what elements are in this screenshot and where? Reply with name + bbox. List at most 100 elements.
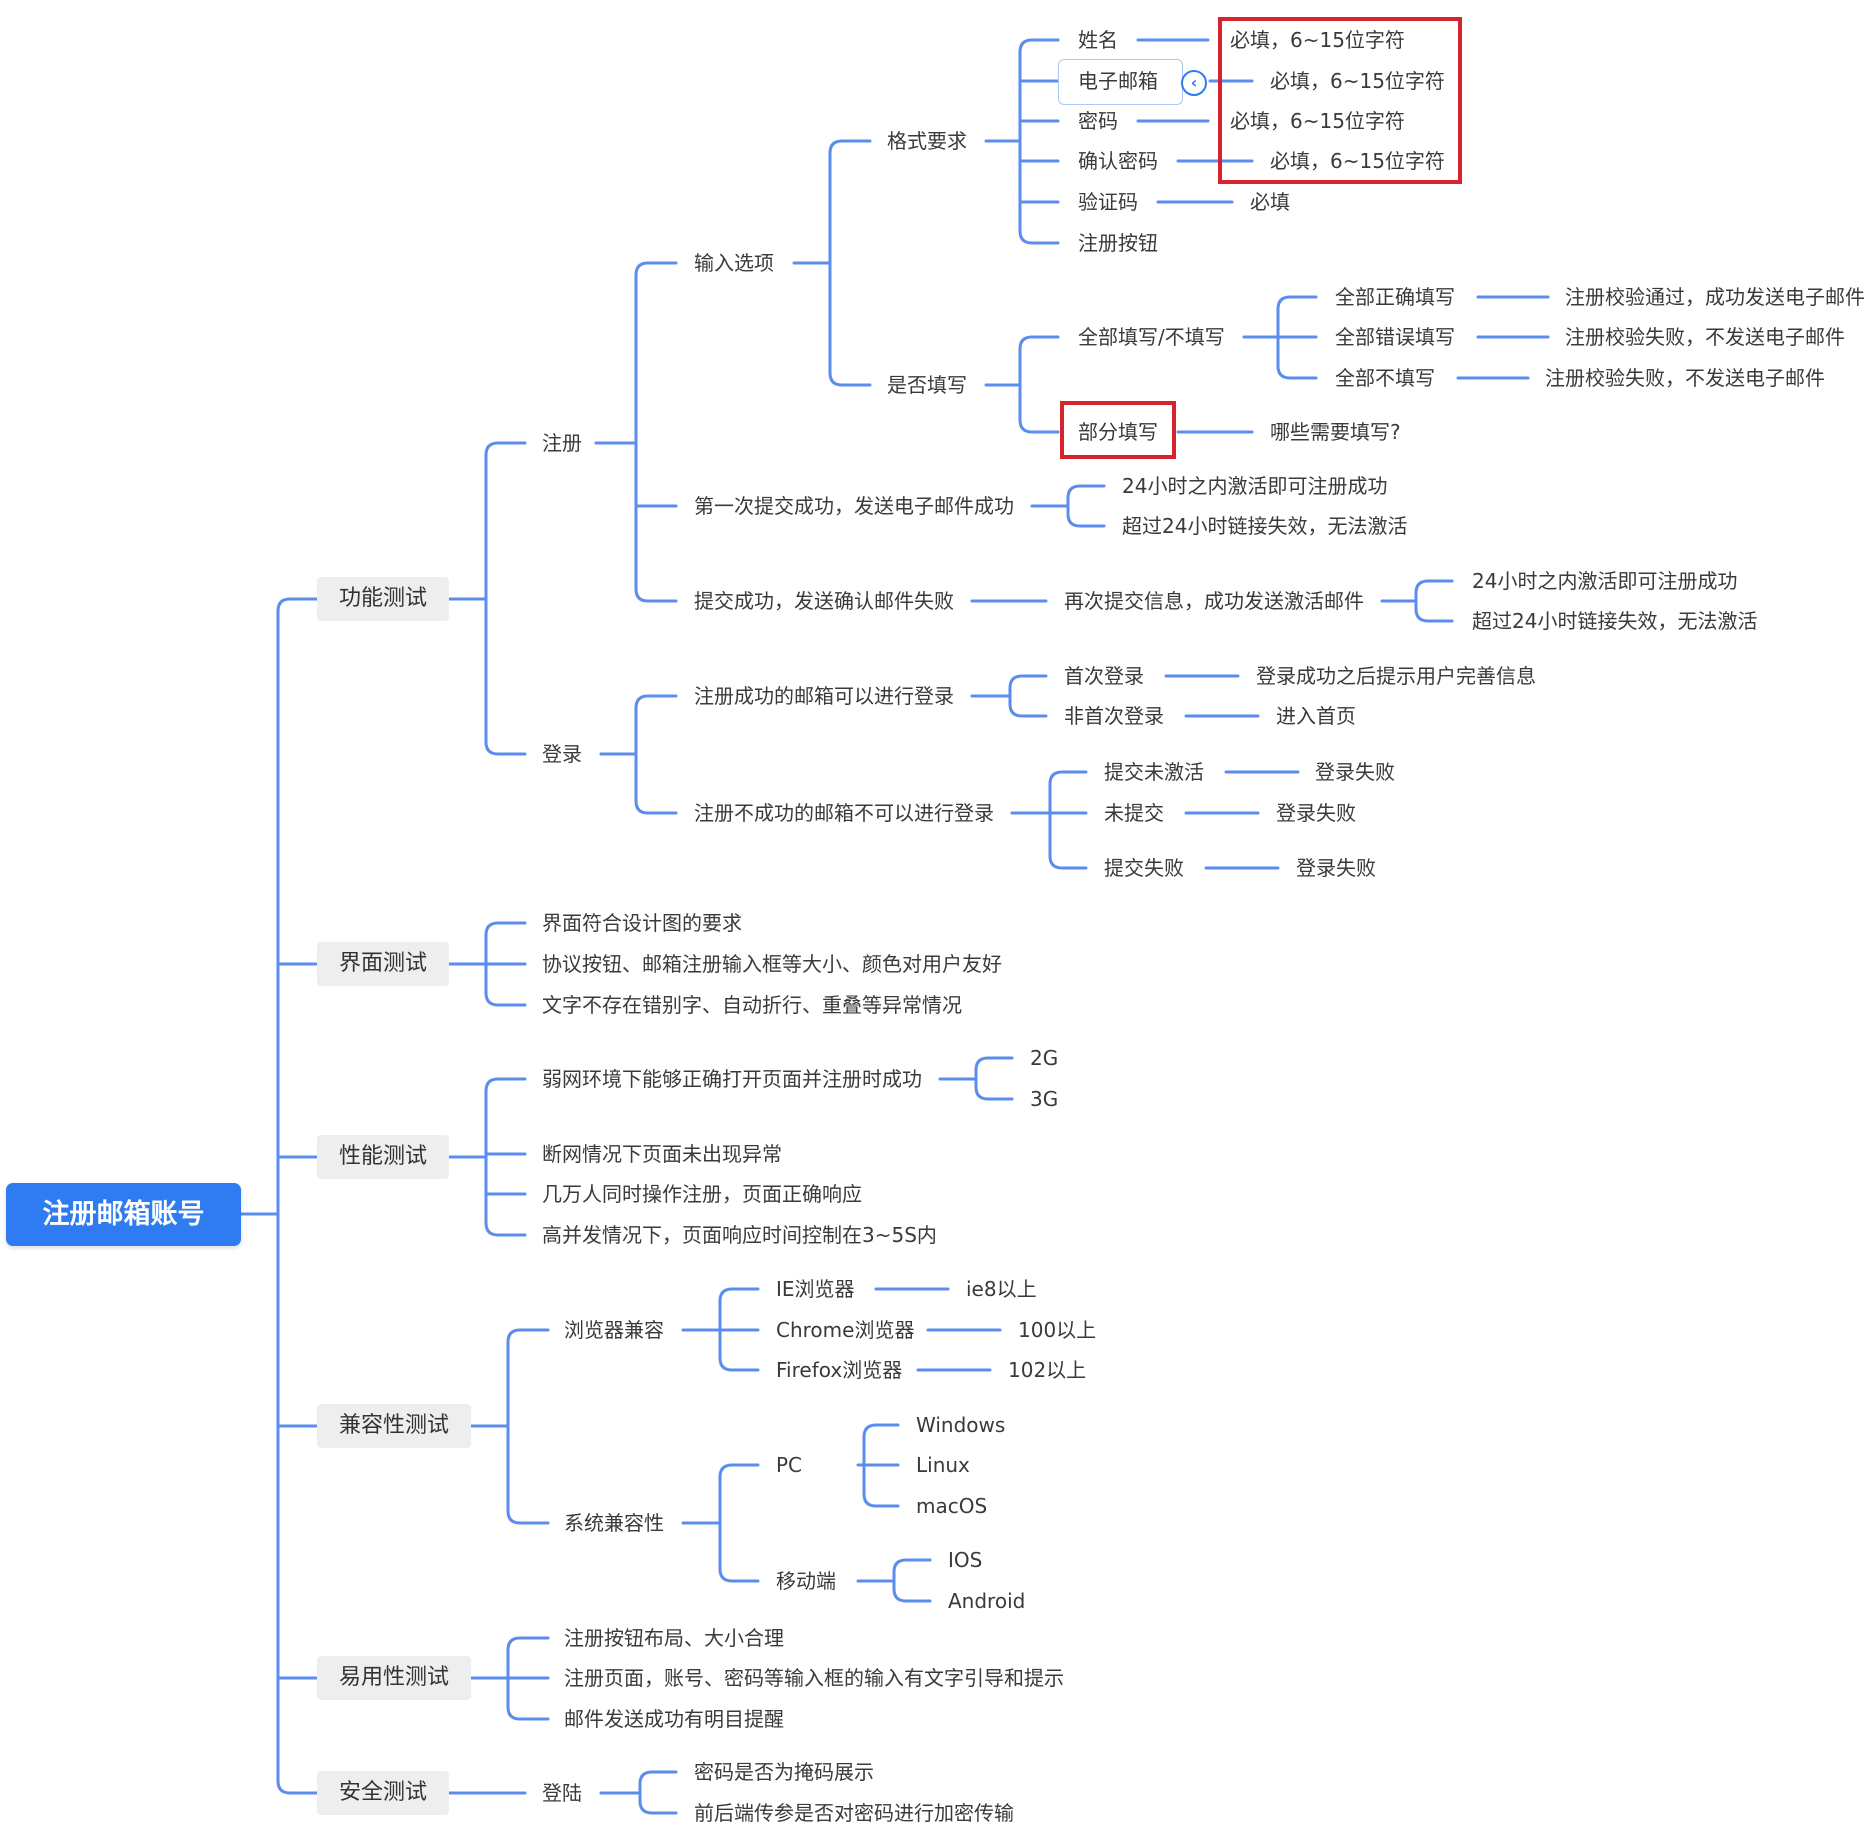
node-login[interactable]: 登录 [542,742,582,766]
node-security-item[interactable]: 前后端传参是否对密码进行加密传输 [694,1801,1014,1825]
node-field-rule[interactable]: 必填，6~15位字符 [1270,69,1445,93]
node-field[interactable]: 姓名 [1078,28,1118,52]
node-field[interactable]: 确认密码 [1078,149,1158,173]
node-usability-item[interactable]: 邮件发送成功有明目提醒 [564,1707,784,1731]
node-login-ok-child[interactable]: 首次登录 [1064,664,1144,688]
node-field[interactable]: 注册按钮 [1078,231,1158,255]
node-resubmit-child[interactable]: 超过24小时链接失效，无法激活 [1472,609,1758,633]
node-mobile-os[interactable]: Android [948,1589,1026,1613]
node-browser-item[interactable]: IE浏览器 [776,1277,855,1301]
category-performance[interactable]: 性能测试 [317,1135,450,1179]
node-first-submit-child[interactable]: 超过24小时链接失效，无法激活 [1122,514,1408,538]
node-login-no-result[interactable]: 登录失败 [1315,760,1395,784]
node-weak-net[interactable]: 弱网环境下能够正确打开页面并注册时成功 [542,1067,922,1091]
node-field[interactable]: 验证码 [1078,190,1138,214]
node-login-no-child[interactable]: 提交失败 [1104,856,1184,880]
node-ui-item[interactable]: 文字不存在错别字、自动折行、重叠等异常情况 [542,993,962,1017]
node-all-fill-child[interactable]: 全部不填写 [1335,366,1435,390]
connector-line [1276,364,1318,380]
node-partial-fill[interactable]: 部分填写 [1078,420,1158,444]
node-field[interactable]: 电子邮箱 [1078,69,1158,93]
node-perf-item[interactable]: 几万人同时操作注册，页面正确响应 [542,1182,862,1206]
selected-node-frame[interactable] [1058,59,1183,105]
node-weak-net-child[interactable]: 2G [1030,1046,1059,1070]
node-field-rule[interactable]: 必填，6~15位字符 [1230,28,1405,52]
connector-line [862,1423,900,1439]
node-browser-version[interactable]: 102以上 [1008,1358,1087,1382]
node-all-fill-child[interactable]: 全部错误填写 [1335,325,1455,349]
node-usability-item[interactable]: 注册页面，账号、密码等输入框的输入有文字引导和提示 [564,1666,1064,1690]
node-login-ok-child[interactable]: 非首次登录 [1064,704,1164,728]
node-input-options[interactable]: 输入选项 [694,251,774,275]
node-security-item[interactable]: 密码是否为掩码展示 [694,1760,874,1784]
node-resubmit-child[interactable]: 24小时之内激活即可注册成功 [1472,569,1738,593]
node-first-submit-child[interactable]: 24小时之内激活即可注册成功 [1122,474,1388,498]
node-pc-os[interactable]: Windows [916,1413,1006,1437]
connector-line [718,1567,760,1583]
node-system[interactable]: 系统兼容性 [564,1511,664,1535]
node-all-fill-child[interactable]: 全部正确填写 [1335,285,1455,309]
node-submit-fail[interactable]: 提交成功，发送确认邮件失败 [694,589,954,613]
connector-line [484,1221,527,1237]
connector-line [484,740,527,756]
connector-line [1276,295,1318,311]
node-fill-or-not[interactable]: 是否填写 [887,373,967,397]
node-format-req[interactable]: 格式要求 [887,129,967,153]
node-pc[interactable]: PC [776,1453,803,1477]
collapse-icon[interactable]: ‹ [1181,70,1207,96]
node-all-fill-result[interactable]: 注册校验失败，不发送电子邮件 [1545,366,1825,390]
node-all-fill-result[interactable]: 注册校验失败，不发送电子邮件 [1565,325,1845,349]
node-all-fill-result[interactable]: 注册校验通过，成功发送电子邮件 [1565,285,1865,309]
node-browser-item[interactable]: Chrome浏览器 [776,1318,915,1342]
node-mobile[interactable]: 移动端 [776,1569,836,1593]
root-node[interactable]: 注册邮箱账号 [6,1183,241,1246]
connector-line [1018,335,1060,351]
node-login-ok-result[interactable]: 进入首页 [1276,704,1356,728]
node-usability-item[interactable]: 注册按钮布局、大小合理 [564,1626,784,1650]
node-browser-item[interactable]: Firefox浏览器 [776,1358,903,1382]
connector-line [828,139,872,155]
node-browser[interactable]: 浏览器兼容 [564,1318,664,1342]
node-login-ok-result[interactable]: 登录成功之后提示用户完善信息 [1256,664,1536,688]
node-field-rule[interactable]: 必填 [1250,190,1290,214]
node-field-rule[interactable]: 必填，6~15位字符 [1230,109,1405,133]
node-field[interactable]: 密码 [1078,109,1118,133]
node-ui-item[interactable]: 界面符合设计图的要求 [542,911,742,935]
node-login-no-child[interactable]: 未提交 [1104,801,1164,825]
node-first-submit[interactable]: 第一次提交成功，发送电子邮件成功 [694,494,1014,518]
connector-line [718,1356,760,1372]
node-perf-item[interactable]: 高并发情况下，页面响应时间控制在3~5S内 [542,1223,937,1247]
connector-line [1018,38,1060,54]
node-login-ok[interactable]: 注册成功的邮箱可以进行登录 [694,684,954,708]
connector-line [892,1587,932,1603]
node-all-fill[interactable]: 全部填写/不填写 [1078,325,1225,349]
node-pc-os[interactable]: Linux [916,1453,970,1477]
node-weak-net-child[interactable]: 3G [1030,1087,1059,1111]
node-resubmit[interactable]: 再次提交信息，成功发送激活邮件 [1064,589,1364,613]
category-security[interactable]: 安全测试 [317,1771,450,1815]
node-security-login[interactable]: 登陆 [542,1781,582,1805]
connector-line [718,1463,760,1479]
node-perf-item[interactable]: 断网情况下页面未出现异常 [542,1142,782,1166]
category-compat[interactable]: 兼容性测试 [317,1404,472,1448]
connector-line [506,1509,550,1525]
node-register[interactable]: 注册 [542,431,582,455]
connector-line [1066,512,1106,528]
connector-line [484,991,527,1007]
connector-line [638,1770,678,1786]
category-ui[interactable]: 界面测试 [317,942,450,986]
node-login-no-result[interactable]: 登录失败 [1296,856,1376,880]
connector-line [1018,418,1060,434]
node-field-rule[interactable]: 必填，6~15位字符 [1270,149,1445,173]
category-functional[interactable]: 功能测试 [317,577,450,621]
node-partial-fill-question[interactable]: 哪些需要填写? [1270,420,1401,444]
node-browser-version[interactable]: 100以上 [1018,1318,1097,1342]
node-mobile-os[interactable]: IOS [948,1548,983,1572]
node-browser-version[interactable]: ie8以上 [966,1277,1037,1301]
category-usability[interactable]: 易用性测试 [317,1656,472,1700]
node-login-no[interactable]: 注册不成功的邮箱不可以进行登录 [694,801,994,825]
node-login-no-result[interactable]: 登录失败 [1276,801,1356,825]
node-login-no-child[interactable]: 提交未激活 [1104,760,1204,784]
node-ui-item[interactable]: 协议按钮、邮箱注册输入框等大小、颜色对用户友好 [542,952,1002,976]
node-pc-os[interactable]: macOS [916,1494,988,1518]
